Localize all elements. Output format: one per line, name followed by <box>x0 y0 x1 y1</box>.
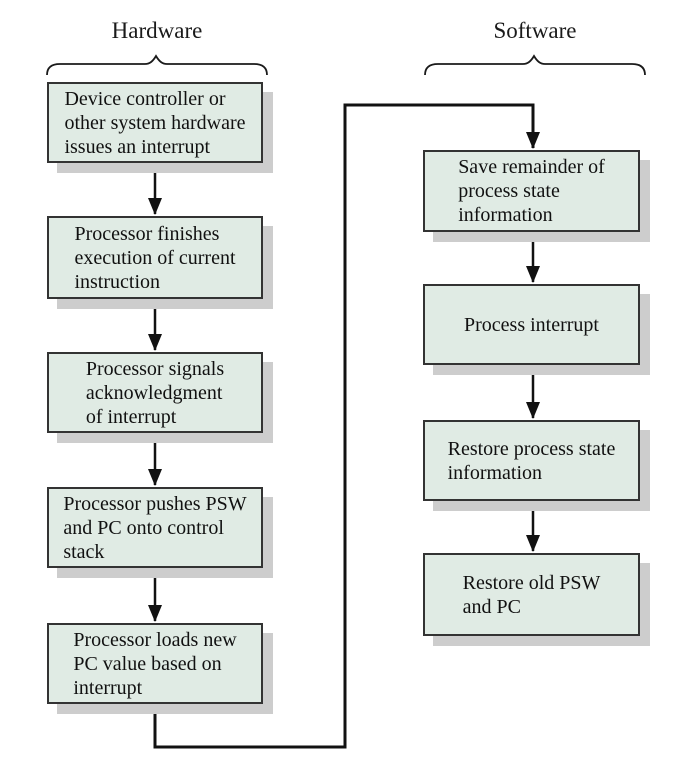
flow-box-save-process-state: Save remainder of process state informat… <box>423 150 640 232</box>
flow-box-processor-signals-acknowledgment: Processor signals acknowledgment of inte… <box>47 352 263 433</box>
flow-box-text: Processor loads new PC value based on in… <box>73 628 237 699</box>
flow-box-text: Device controller or other system hardwa… <box>64 87 246 158</box>
flow-box-text: Restore old PSW and PC <box>462 571 601 618</box>
hardware-brace <box>46 54 268 76</box>
flow-box-text: Processor finishes execution of current … <box>74 222 236 293</box>
flow-box-text: Restore process state information <box>447 437 616 484</box>
flow-box-text: Process interrupt <box>464 313 599 336</box>
flow-box-processor-pushes-psw-pc: Processor pushes PSW and PC onto control… <box>47 487 263 568</box>
hardware-to-software-connector <box>153 103 540 749</box>
flow-box-text: Processor signals acknowledgment of inte… <box>85 357 225 428</box>
flow-box-process-interrupt: Process interrupt <box>423 284 640 365</box>
hardware-column-title: Hardware <box>111 18 203 43</box>
flow-box-text: Save remainder of process state informat… <box>458 156 605 226</box>
flow-box-processor-loads-new-pc: Processor loads new PC value based on in… <box>47 623 263 704</box>
flow-box-text: Processor pushes PSW and PC onto control… <box>63 492 247 563</box>
flow-box-processor-finishes-instruction: Processor finishes execution of current … <box>47 216 263 299</box>
software-brace <box>424 54 646 76</box>
flow-box-device-issues-interrupt: Device controller or other system hardwa… <box>47 82 263 163</box>
software-column-title: Software <box>493 18 577 43</box>
flow-box-restore-process-state: Restore process state information <box>423 420 640 501</box>
flow-box-restore-old-psw-pc: Restore old PSW and PC <box>423 553 640 636</box>
